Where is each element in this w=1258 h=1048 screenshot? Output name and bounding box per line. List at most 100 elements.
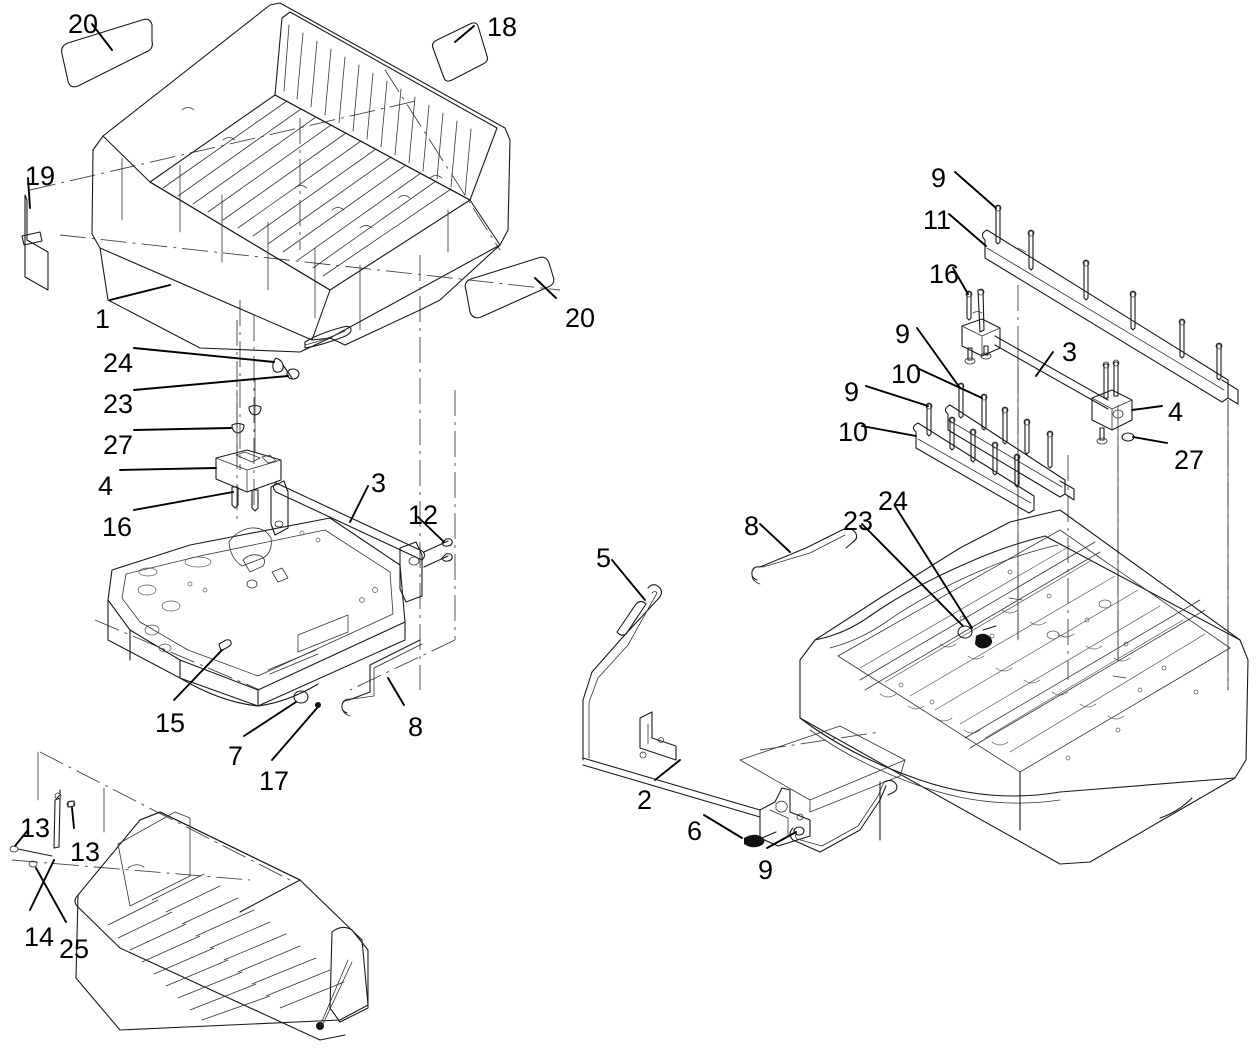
frame-deck-inner [121, 529, 394, 677]
post-head [1102, 361, 1110, 369]
pivot-leader [319, 959, 349, 1027]
bracket-hole [796, 813, 804, 821]
part-13-rod-a-top [56, 789, 61, 799]
part-23-clevis-pin [286, 368, 300, 380]
part-11-rail-end-tab [1221, 379, 1239, 405]
bracket-edge [769, 809, 789, 837]
callout-17: 17 [259, 766, 289, 796]
callout-18: 18 [487, 12, 517, 42]
part-15-pin [218, 639, 232, 652]
part-9-screws-rail-10-middle [957, 382, 1054, 469]
bed-bottom-front-lip [799, 717, 1236, 797]
leader-4-left [119, 467, 217, 471]
rear-wall-slots [283, 24, 472, 196]
bed-bottom-corrugations [859, 545, 1206, 753]
frame-front-scallop [179, 677, 319, 707]
rim-notches [181, 107, 443, 229]
bed-base-skirt-right [329, 244, 501, 346]
post-head [1112, 359, 1120, 367]
tailgate-upper-face [139, 811, 301, 913]
lip-crease [809, 729, 1061, 804]
callout-16-right: 16 [929, 259, 959, 289]
bracket-hole [408, 556, 420, 566]
callout-7: 7 [228, 741, 243, 771]
bracket-stud-b [983, 345, 989, 356]
callout-23-right: 23 [843, 506, 873, 536]
leader-9-latch [766, 831, 797, 849]
leader-10-mid [916, 367, 983, 399]
callout-23-left: 23 [103, 389, 133, 419]
leader-6 [703, 814, 743, 839]
tube-bracket-right [399, 541, 423, 603]
leader-9-mid [916, 327, 961, 389]
part-3-tube-end-left [272, 482, 277, 493]
callout-11: 11 [923, 205, 951, 235]
bed-bottom-dimples [879, 609, 1131, 746]
part-5-grip [616, 600, 647, 636]
bed-bottom-corner-c [1159, 797, 1193, 819]
leader-18 [454, 25, 475, 43]
leader-1 [109, 284, 171, 301]
leader-8-left [387, 677, 405, 706]
bed-floor-panel [149, 94, 471, 291]
callout-4-right: 4 [1168, 397, 1183, 427]
part-12-bolt-head-a [441, 538, 453, 547]
callout-labels: 20 18 19 1 20 24 23 27 4 16 3 12 15 7 17… [20, 9, 1204, 964]
part-10-rail-lower [912, 422, 1035, 514]
part-16-bolt-a [231, 486, 239, 509]
leader-16-left [133, 491, 234, 511]
part-17-pin [315, 702, 321, 708]
washer [1096, 437, 1108, 445]
callout-16-left: 16 [102, 512, 132, 542]
part-13-rod-a [53, 797, 61, 849]
part-8-rod-left-edge [341, 643, 423, 717]
rail-crease [986, 247, 1225, 391]
rod-attach [1008, 597, 1023, 601]
leader-14 [29, 859, 55, 911]
callout-13-b: 13 [70, 837, 100, 867]
frame-deck-top [107, 517, 406, 691]
leader-2 [654, 759, 681, 781]
part-2-rod-top [582, 757, 761, 811]
tailgate-front-lip [74, 894, 346, 1041]
bracket-hole [274, 520, 284, 528]
frame-tower [228, 527, 272, 567]
part-8-rod-right-edge [751, 534, 846, 585]
tailgate-ribs [107, 873, 345, 1021]
callout-4-left: 4 [98, 471, 113, 501]
leader-11 [948, 213, 987, 247]
rails-right-assembly [861, 171, 1239, 691]
bed-box-top-assembly [21, 2, 561, 690]
leader-15 [173, 649, 223, 701]
part-3-tube-top [275, 482, 423, 552]
part-8-tube-lower-edge [795, 781, 885, 847]
frame-side-walls [107, 599, 406, 707]
part-5-handle-rod [582, 584, 663, 761]
leader-13-b [71, 807, 75, 829]
frame-hole [246, 579, 258, 589]
washer [980, 352, 992, 360]
centerline [384, 69, 501, 251]
bracket-detail [972, 311, 983, 314]
bed-bottom-rim [814, 535, 1241, 641]
leader-5 [611, 559, 646, 601]
block-notch [261, 454, 277, 464]
part-14-link [17, 848, 53, 857]
block-notch [235, 451, 261, 463]
callout-27-left: 27 [103, 430, 133, 460]
leader-23-left [133, 375, 289, 391]
pivot-leader [321, 961, 353, 1027]
bracket-hole [639, 751, 647, 759]
tailgate-side-plate [117, 811, 191, 907]
part-13-ring [66, 800, 76, 808]
bolt-head [965, 290, 973, 298]
bed-floor-ribs [162, 100, 452, 277]
bed-right-wall-edge [469, 199, 501, 246]
part-3-tube-bottom [275, 491, 423, 561]
leader-3-left [349, 485, 369, 523]
part-6-spring [744, 834, 765, 848]
callout-6: 6 [687, 816, 702, 846]
tube-bracket-left [270, 480, 289, 536]
post-head [977, 288, 985, 296]
